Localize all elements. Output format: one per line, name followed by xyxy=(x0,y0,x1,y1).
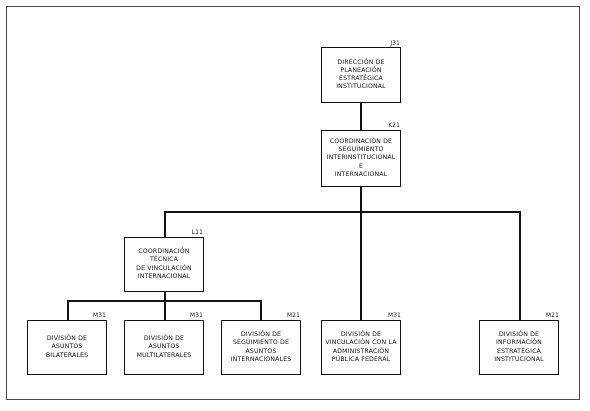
coordinacion-vinculacion-box: COORDINACIÓN TÉCNICA DE VINCULACIÓN INTE… xyxy=(124,237,204,292)
div-seguimiento-code: M21 xyxy=(287,313,300,319)
div-bilaterales-label: DIVISIÓN DE ASUNTOS BILATERALES xyxy=(45,335,89,359)
direccion-code: J31 xyxy=(390,41,400,47)
div-vinculacion-apf-label: DIVISIÓN DE VINCULACIÓN CON LA ADMINISTR… xyxy=(325,331,397,363)
connector-to-div-multilaterales xyxy=(164,300,166,320)
connector-to-div-vinculacion-apf xyxy=(360,211,362,320)
connector-to-div-bilaterales xyxy=(67,300,69,320)
coordinacion-seguimiento-label: COORDINACIÓN DE SEGUIMIENTO INTERINSTITU… xyxy=(326,138,396,178)
div-multilaterales-code: M31 xyxy=(190,313,203,319)
connector-to-coord-vinculacion xyxy=(164,211,166,237)
coordinacion-vinculacion-code: L11 xyxy=(191,230,203,236)
connector-coord-vinculacion-down xyxy=(164,292,166,301)
connector-direccion-coordinacion xyxy=(360,103,362,130)
coordinacion-seguimiento-box: COORDINACIÓN DE SEGUIMIENTO INTERINSTITU… xyxy=(321,130,401,187)
div-multilaterales-label: DIVISIÓN DE ASUNTOS MULTILATERALES xyxy=(136,335,192,359)
div-bilaterales-code: M31 xyxy=(93,313,106,319)
div-vinculacion-apf-code: M31 xyxy=(388,313,401,319)
div-bilaterales-box: DIVISIÓN DE ASUNTOS BILATERALES xyxy=(27,320,107,375)
connector-to-div-informacion xyxy=(519,211,521,320)
div-multilaterales-box: DIVISIÓN DE ASUNTOS MULTILATERALES xyxy=(124,320,204,375)
div-vinculacion-apf-box: DIVISIÓN DE VINCULACIÓN CON LA ADMINISTR… xyxy=(321,320,401,375)
div-informacion-label: DIVISIÓN DE INFORMACIÓN ESTRATÉGICA INST… xyxy=(494,331,544,363)
connector-main-horizontal xyxy=(164,211,520,213)
connector-to-div-seguimiento xyxy=(260,300,262,320)
div-seguimiento-box: DIVISIÓN DE SEGUIMIENTO DE ASUNTOS INTER… xyxy=(221,320,301,375)
org-chart-frame xyxy=(6,6,580,400)
coordinacion-vinculacion-label: COORDINACIÓN TÉCNICA DE VINCULACIÓN INTE… xyxy=(136,248,192,280)
direccion-planeacion-label: DIRECCIÓN DE PLANEACIÓN ESTRATÉGICA INST… xyxy=(336,58,386,91)
div-seguimiento-label: DIVISIÓN DE SEGUIMIENTO DE ASUNTOS INTER… xyxy=(230,331,292,363)
direccion-planeacion-box: DIRECCIÓN DE PLANEACIÓN ESTRATÉGICA INST… xyxy=(321,47,401,103)
div-informacion-box: DIVISIÓN DE INFORMACIÓN ESTRATÉGICA INST… xyxy=(479,320,559,375)
connector-coordinacion-down xyxy=(360,187,362,212)
div-informacion-code: M21 xyxy=(546,313,559,319)
coordinacion-seguimiento-code: K21 xyxy=(388,123,400,129)
